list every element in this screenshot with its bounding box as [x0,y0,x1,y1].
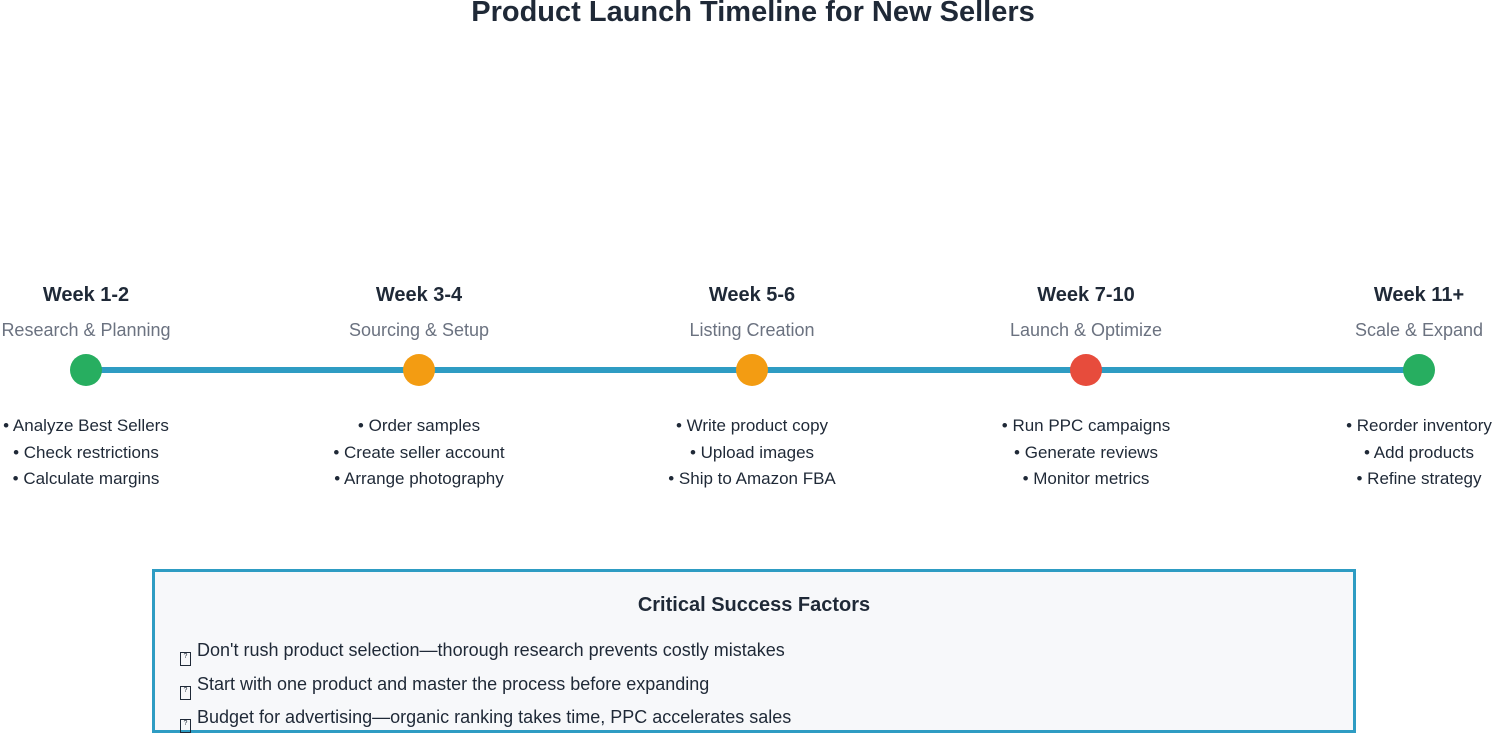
milestone-task: Order samples [299,413,539,440]
success-factor-item: ? Don't rush product selection—thorough r… [180,634,791,668]
milestone-dot [1403,354,1435,386]
success-factor-text: Don't rush product selection—thorough re… [197,640,785,660]
milestone-week-1-2: Week 1-2 Research & Planning Analyze Bes… [0,0,206,732]
success-factor-item: ? Budget for advertising—organic ranking … [180,701,791,735]
milestone-task-list: Order samples Create seller account Arra… [299,413,539,493]
milestone-task: Monitor metrics [966,466,1206,493]
milestone-week-5-6: Week 5-6 Listing Creation Write product … [632,0,872,732]
success-factor-text: Start with one product and master the pr… [197,673,710,694]
milestone-dot [736,354,768,386]
milestone-task: Calculate margins [0,466,206,493]
milestone-task: Refine strategy [1299,466,1494,493]
milestone-task-list: Analyze Best Sellers Check restrictions … [0,413,206,493]
success-factors-title: Critical Success Factors [637,594,871,616]
milestone-phase-label: Listing Creation [689,320,815,340]
milestone-task: Analyze Best Sellers [0,413,206,440]
milestone-phase-label: Sourcing & Setup [348,320,490,340]
milestone-dot [403,354,435,386]
milestone-task: Run PPC campaigns [966,413,1206,440]
missing-glyph-icon: ? [180,652,191,666]
milestone-phase-label: Research & Planning [1,320,171,340]
milestone-task: Arrange photography [299,466,539,493]
milestone-week-7-10: Week 7-10 Launch & Optimize Run PPC camp… [966,0,1206,732]
milestone-task: Generate reviews [966,440,1206,467]
milestone-phase-label: Scale & Expand [1354,320,1484,340]
milestone-task: Reorder inventory [1299,413,1494,440]
milestone-task: Upload images [632,440,872,467]
missing-glyph-icon: ? [180,719,191,733]
milestone-task: Check restrictions [0,440,206,467]
milestone-week-label: Week 1-2 [42,284,130,306]
milestone-week-label: Week 7-10 [1037,284,1135,306]
success-factor-text: Budget for advertising—organic ranking t… [197,707,792,727]
milestone-task: Ship to Amazon FBA [632,466,872,493]
milestone-task: Create seller account [299,440,539,467]
milestone-task-list: Reorder inventory Add products Refine st… [1299,413,1494,493]
milestone-week-label: Week 5-6 [708,284,796,306]
success-factors-box: Critical Success Factors ? Don't rush pro… [152,569,1356,733]
milestone-week-3-4: Week 3-4 Sourcing & Setup Order samples … [299,0,539,732]
milestone-dot [70,354,102,386]
milestone-task-list: Write product copy Upload images Ship to… [632,413,872,493]
page-title: Product Launch Timeline for New Sellers [471,0,1035,28]
success-factors-list: ? Don't rush product selection—thorough r… [180,634,791,735]
milestone-task: Add products [1299,440,1494,467]
milestone-phase-label: Launch & Optimize [1009,320,1163,340]
milestone-dot [1070,354,1102,386]
milestone-week-label: Week 11+ [1373,284,1465,306]
milestone-task: Write product copy [632,413,872,440]
milestone-task-list: Run PPC campaigns Generate reviews Monit… [966,413,1206,493]
success-factor-item: ? Start with one product and master the p… [180,668,791,702]
missing-glyph-icon: ? [180,685,191,700]
milestone-week-11-plus: Week 11+ Scale & Expand Reorder inventor… [1299,0,1494,732]
milestone-week-label: Week 3-4 [375,284,463,306]
